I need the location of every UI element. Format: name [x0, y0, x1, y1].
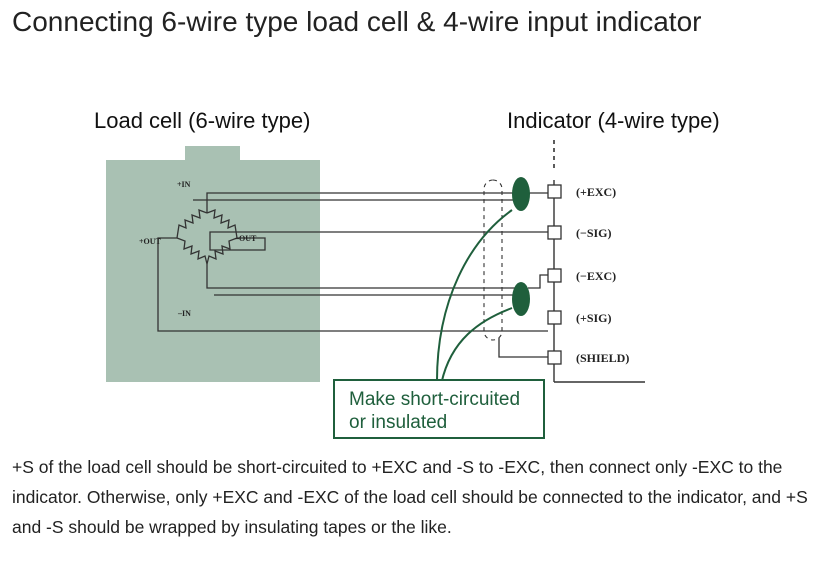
wires [157, 192, 548, 358]
bridge-label-minus-out: –OUT [234, 234, 257, 243]
callout-line-1: Make short-circuited [349, 389, 520, 410]
callout-line-2: or insulated [349, 412, 447, 433]
terminal-minus-sig [547, 225, 562, 240]
terminal-label-shield: (SHIELD) [576, 351, 629, 365]
wiring-diagram: Load cell (6-wire type) Indicator (4-wir… [94, 108, 720, 439]
indicator-heading: Indicator (4-wire type) [507, 108, 720, 133]
short-circuit-oval-top [512, 177, 530, 211]
wire-plus-out [157, 237, 548, 332]
wire-minus-out [209, 231, 548, 251]
terminal-shield [547, 350, 562, 365]
terminal-plus-sig [547, 310, 562, 325]
load-cell-heading: Load cell (6-wire type) [94, 108, 310, 133]
wire-shield [498, 338, 548, 358]
wire-plus-in [206, 192, 520, 213]
terminal-label-plus-exc: (+EXC) [576, 185, 616, 199]
terminal-label-minus-sig: (−SIG) [576, 226, 612, 240]
page-title: Connecting 6-wire type load cell & 4-wir… [12, 6, 702, 37]
bridge-label-minus-in: –IN [177, 309, 191, 318]
wire-exc-minus-link [528, 274, 548, 289]
bridge-label-plus-out: +OUT [139, 237, 162, 246]
load-cell-body [106, 146, 320, 382]
terminal-plus-exc [547, 184, 562, 199]
terminal-blocks [547, 184, 562, 365]
description-paragraph: +S of the load cell should be short-circ… [12, 457, 808, 537]
short-circuit-oval-bottom [512, 282, 530, 316]
callout-box [333, 379, 545, 439]
terminal-minus-exc [547, 268, 562, 283]
terminal-label-minus-exc: (−EXC) [576, 269, 616, 283]
callout-arrows [435, 209, 513, 386]
wheatstone-bridge [176, 209, 238, 265]
shield-outline [483, 179, 503, 341]
bridge-label-plus-in: +IN [177, 180, 191, 189]
wire-minus-in [206, 264, 520, 289]
terminal-label-plus-sig: (+SIG) [576, 311, 612, 325]
